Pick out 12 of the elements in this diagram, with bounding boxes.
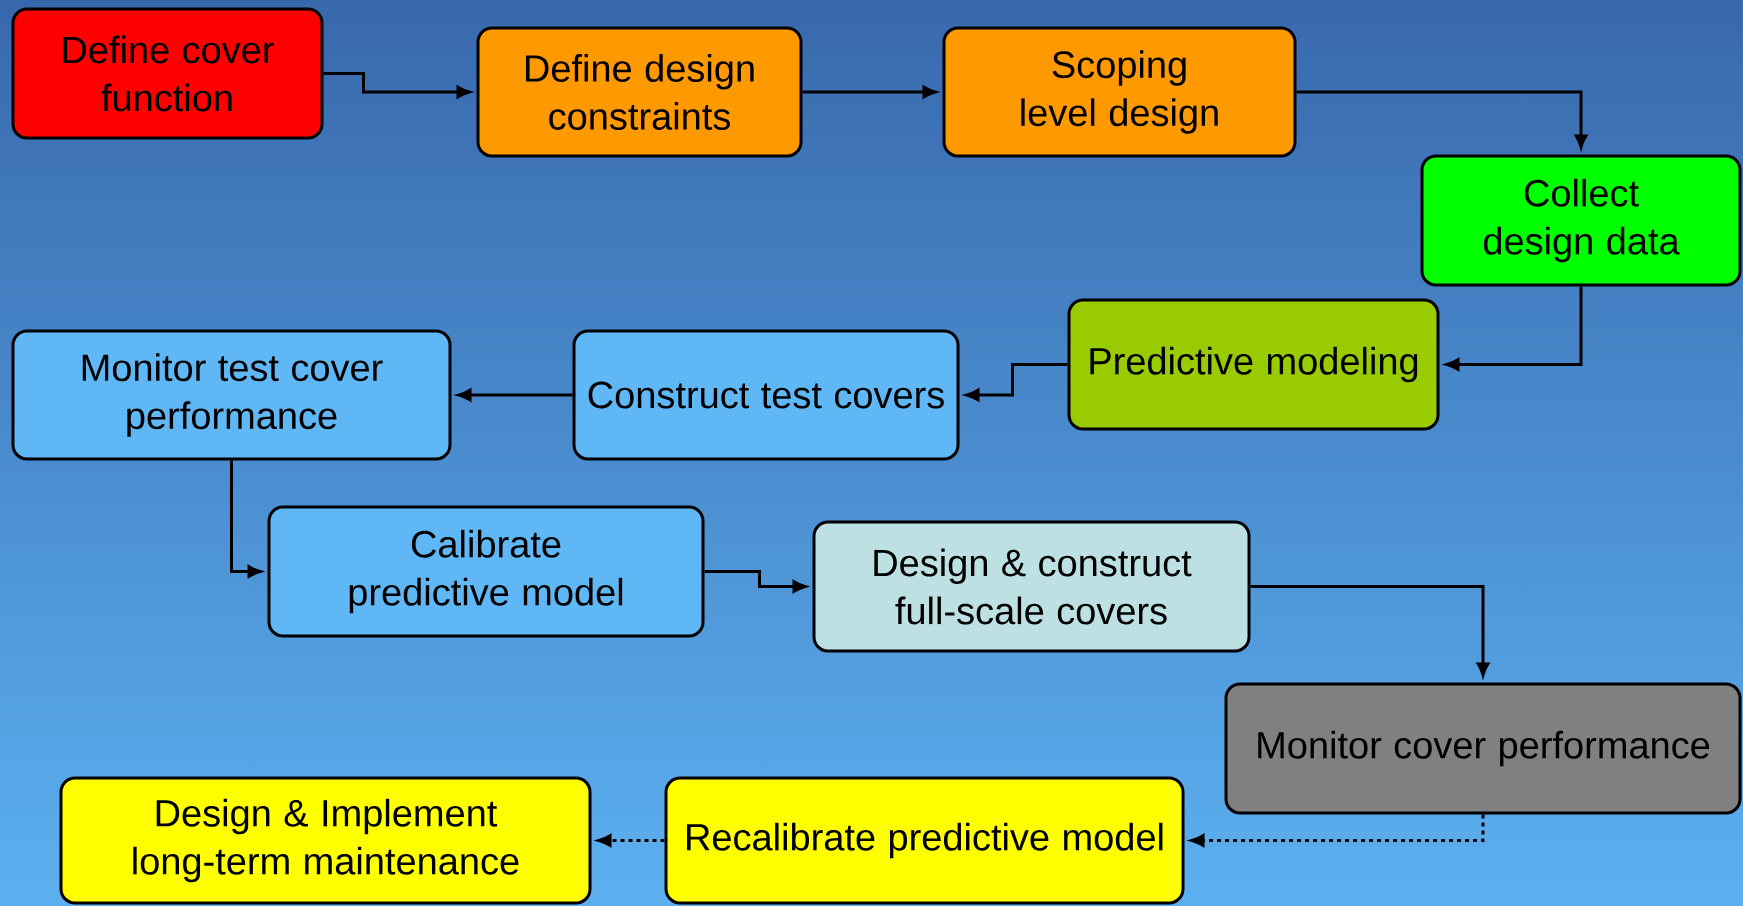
process-box: Design & Implement long-term maintenance — [59, 776, 592, 905]
process-box: Recalibrate predictive model — [664, 776, 1185, 905]
process-box: Calibrate predictive model — [267, 505, 705, 638]
process-box: Scoping level design — [942, 26, 1297, 158]
process-box: Collect design data — [1420, 154, 1742, 287]
process-box: Define design constraints — [476, 26, 803, 158]
process-box: Design & construct full-scale covers — [812, 520, 1251, 653]
process-box: Monitor cover performance — [1224, 682, 1742, 815]
process-box: Monitor test cover performance — [11, 329, 452, 461]
process-box: Construct test covers — [572, 329, 960, 461]
process-box: Define cover function — [11, 7, 324, 140]
process-box: Predictive modeling — [1067, 298, 1440, 431]
